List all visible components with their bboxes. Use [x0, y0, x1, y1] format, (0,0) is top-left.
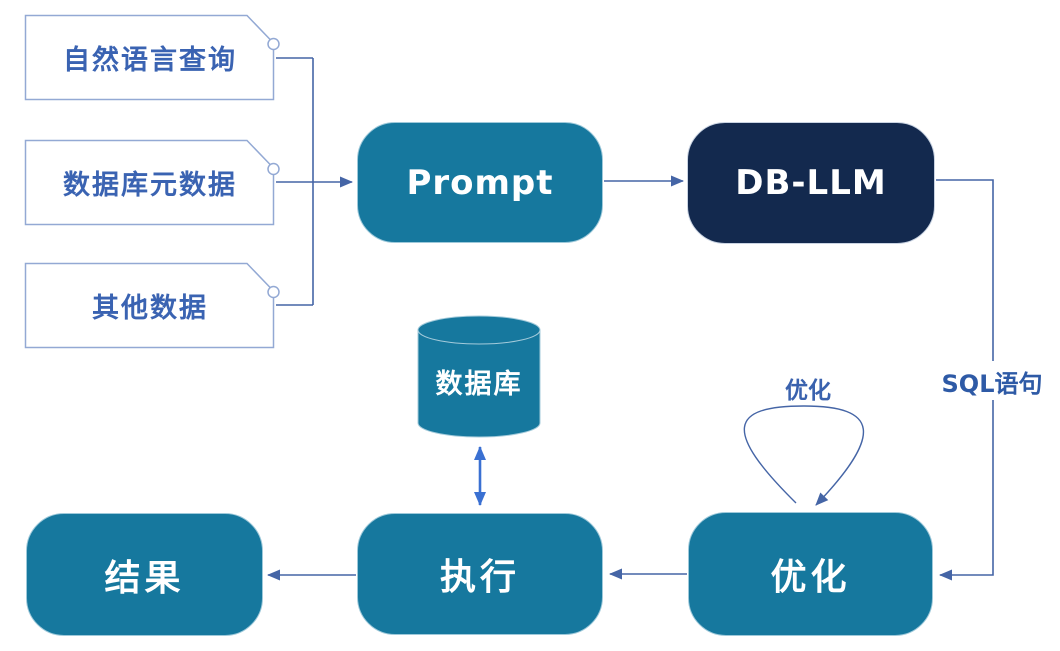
edge-label-self-loop: 优化 — [785, 378, 831, 404]
callout-shape-other-data — [24, 262, 280, 349]
node-optimize: 优化 — [688, 512, 933, 636]
node-prompt-label: Prompt — [406, 162, 554, 203]
edge-label-sql-statement: SQL语句 — [941, 364, 1043, 399]
database-cylinder — [417, 315, 541, 438]
connector-dot — [267, 285, 280, 299]
callout-shape-db-metadata — [24, 139, 280, 226]
edge-dbllm-to-optimize-upper — [936, 179, 994, 361]
node-database-label: 数据库 — [435, 369, 523, 400]
node-execute-label: 执行 — [439, 557, 520, 598]
node-prompt: Prompt — [357, 122, 603, 243]
edge-optimize-self-loop — [743, 405, 865, 506]
node-db-llm: DB-LLM — [687, 122, 935, 244]
node-optimize-label: 优化 — [770, 557, 851, 598]
connector-dot — [267, 162, 280, 176]
node-result-label: 结果 — [104, 557, 185, 599]
input-natural-language-query: 自然语言查询 — [63, 45, 237, 76]
input-database-metadata: 数据库元数据 — [63, 170, 237, 201]
connector-dot — [267, 37, 280, 51]
callout-shape-natural-language — [24, 14, 280, 101]
edge-dbllm-to-optimize-lower — [939, 400, 994, 581]
node-result: 结果 — [26, 513, 263, 636]
input-other-data: 其他数据 — [92, 293, 208, 324]
node-db-llm-label: DB-LLM — [735, 163, 887, 203]
node-execute: 执行 — [357, 513, 603, 635]
